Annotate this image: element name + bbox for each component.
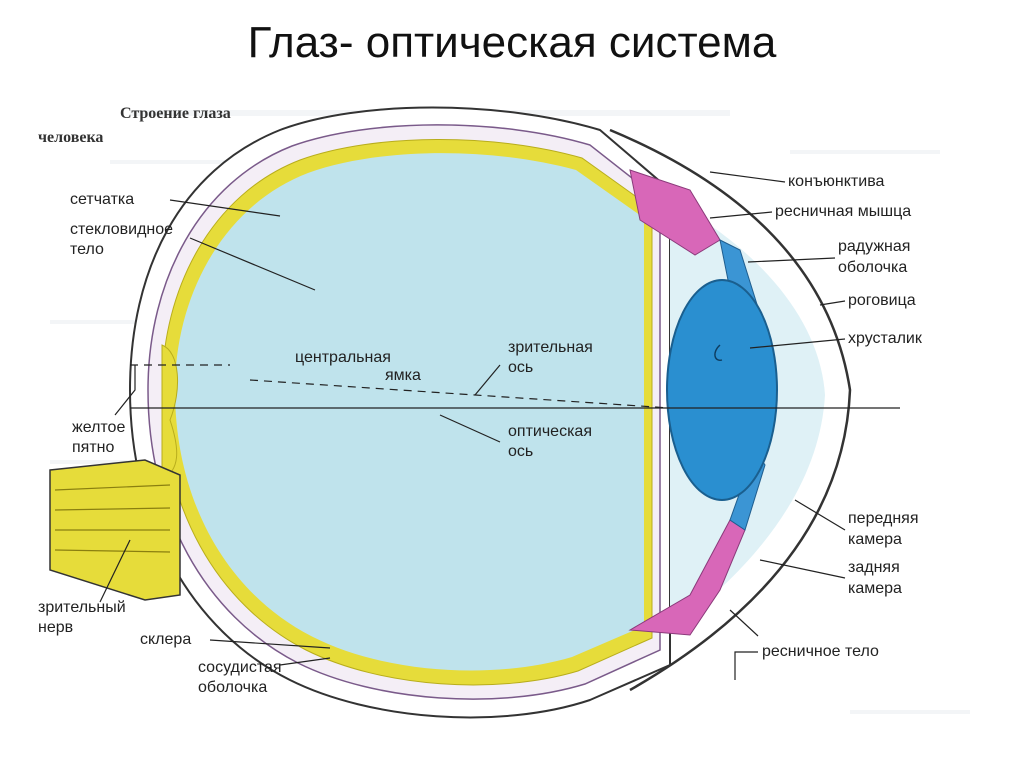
label-conjunctiva: конъюнктива [788, 173, 885, 190]
ciliary-muscle [629, 169, 721, 256]
leader-retina [169, 199, 281, 217]
leader-vitreous [189, 237, 316, 291]
diagram-heading-line1: Строение глаза [120, 105, 231, 122]
label-optic-nerve-2: нерв [38, 619, 73, 636]
eye-diagram: Строение глаза человека сетчатка стеклов… [30, 90, 1010, 760]
leader-choroid [279, 657, 331, 666]
label-fovea-2: ямка [385, 367, 421, 384]
label-ciliary-muscle: ресничная мышца [775, 203, 911, 220]
label-choroid-2: оболочка [198, 679, 267, 696]
label-iris-1: радужная [838, 238, 910, 255]
label-cornea: роговица [848, 292, 916, 309]
slide-title: Глаз- оптическая система [247, 18, 777, 67]
leader-macula [114, 365, 136, 416]
leader-sclera [209, 639, 331, 649]
label-vitreous-2: тело [70, 241, 104, 258]
label-visual-axis-1: зрительная [508, 339, 593, 356]
lens-mark [714, 344, 723, 361]
label-posterior-chamber-2: камера [848, 580, 902, 597]
label-optical-axis-2: ось [508, 443, 533, 460]
leader-anterior-chamber [794, 499, 846, 531]
leader-iris [747, 257, 836, 263]
leader-optical-axis [439, 414, 501, 443]
leader-lens [749, 338, 846, 349]
leader-cornea [819, 300, 846, 306]
lens [666, 279, 778, 501]
leader-ciliary-muscle [709, 211, 773, 219]
optic-nerve [49, 459, 181, 601]
label-iris-2: оболочка [838, 259, 907, 276]
label-anterior-chamber-2: камера [848, 531, 902, 548]
label-lens: хрусталик [848, 330, 923, 347]
label-fovea-1: центральная [295, 349, 391, 366]
vitreous-body [175, 153, 644, 671]
label-macula-2: пятно [72, 439, 114, 456]
leader-optic-nerve [99, 539, 131, 603]
leader-posterior-chamber [759, 559, 846, 579]
label-ciliary-body: ресничное тело [762, 643, 879, 660]
label-vitreous-1: стекловидное [70, 221, 173, 238]
leader-ciliary-body [734, 651, 758, 680]
label-optical-axis-1: оптическая [508, 423, 592, 440]
diagram-heading-line2: человека [38, 129, 103, 146]
eye-diagram-svg: Строение глаза человека сетчатка стеклов… [38, 105, 970, 719]
label-visual-axis-2: ось [508, 359, 533, 376]
leader-ciliary-body-2 [729, 609, 759, 637]
cornea [609, 128, 852, 692]
visual-axis-line [249, 379, 671, 409]
label-optic-nerve-1: зрительный [38, 599, 126, 616]
label-sclera: склера [140, 631, 191, 648]
leader-visual-axis [474, 364, 501, 396]
label-posterior-chamber-1: задняя [848, 559, 900, 576]
label-retina: сетчатка [70, 191, 134, 208]
label-anterior-chamber-1: передняя [848, 510, 919, 527]
leader-conjunctiva [709, 171, 786, 183]
label-macula-1: желтое [72, 419, 125, 436]
label-choroid-1: сосудистая [198, 659, 282, 676]
